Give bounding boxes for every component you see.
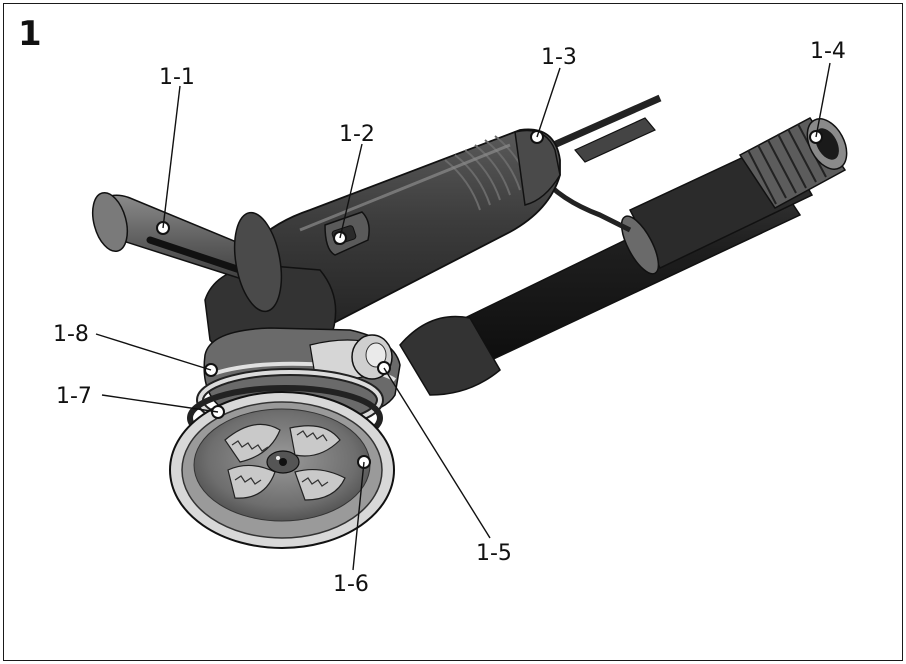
- side-handle: [91, 191, 283, 313]
- leader-1-1: [162, 85, 181, 229]
- label-1-4: 1-4: [810, 39, 846, 64]
- leader-lines: [95, 62, 831, 571]
- leader-1-7: [101, 394, 219, 413]
- extraction-hose: [399, 117, 848, 396]
- label-1-1: 1-1: [159, 65, 195, 90]
- label-1-8: 1-8: [53, 322, 89, 347]
- label-1-5: 1-5: [476, 541, 512, 566]
- label-1-3: 1-3: [541, 45, 577, 70]
- label-1-7: 1-7: [56, 384, 92, 409]
- label-1-2: 1-2: [339, 122, 375, 147]
- figure-number: 1: [18, 14, 42, 54]
- leader-1-4: [815, 62, 831, 138]
- leader-1-2: [339, 143, 363, 239]
- hose-connector: [738, 117, 848, 209]
- sanding-pad: [169, 391, 395, 549]
- leader-1-3: [536, 67, 561, 138]
- leader-1-6: [352, 461, 365, 571]
- diamond-segments: [224, 423, 346, 501]
- leader-1-5: [383, 367, 491, 539]
- label-1-6: 1-6: [333, 572, 369, 597]
- leader-1-8: [95, 333, 212, 371]
